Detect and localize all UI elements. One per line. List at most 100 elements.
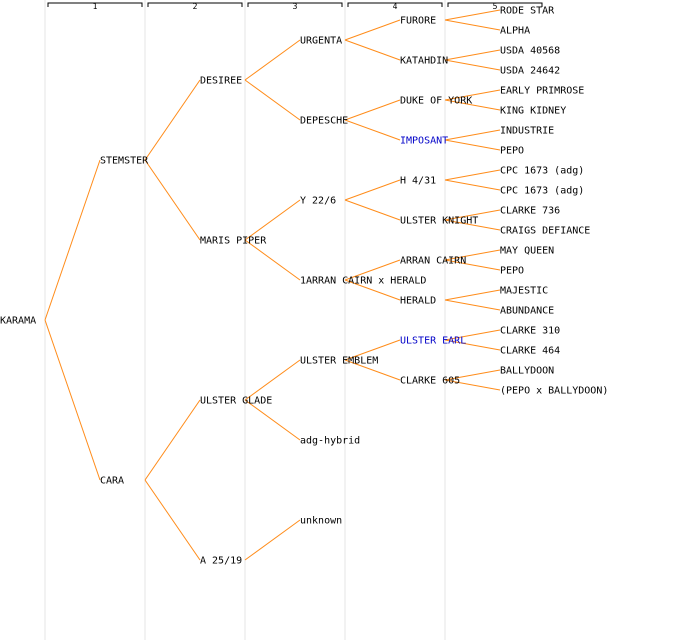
node-abundance: ABUNDANCE [500,306,554,317]
node-imposant[interactable]: IMPOSANT [400,136,448,147]
edge-ulster-emblem-to-clarke-605 [344,359,401,381]
node-cpc-1673-adg: CPC 1673 (adg) [500,186,584,197]
node-pepo: PEPO [500,266,524,277]
generation-label: 4 [393,2,398,11]
edge-y-22-6-to-ulster-knight [344,199,401,221]
generation-label: 5 [493,2,498,11]
node-industrie: INDUSTRIE [500,126,554,137]
edge-y-22-6-to-h-4-31 [344,179,401,201]
node-king-kidney: KING KIDNEY [500,106,566,117]
node-katahdin: KATAHDIN [400,56,448,67]
generation-bracket-5 [447,2,543,7]
node-a-25-19: A 25/19 [200,556,242,567]
node-furore: FURORE [400,16,436,27]
edge-ulster-earl-to-clarke-464 [444,339,501,351]
node-ulster-earl[interactable]: ULSTER EARL [400,336,466,347]
node-craigs-defiance: CRAIGS DEFIANCE [500,226,590,237]
edge-depesche-to-imposant [344,119,401,141]
node-rode-star: RODE STAR [500,6,555,17]
generation-bracket-2 [147,2,243,7]
edge-cara-to-ulster-glade [144,399,201,481]
node-cara: CARA [100,476,124,487]
node-depesche: DEPESCHE [300,116,348,127]
edge-ulster-knight-to-clarke-736 [444,209,501,221]
edge-clarke-605-to-pepo-x-ballydoon [444,379,501,391]
edge-1arran-cairn-x-herald-to-herald [344,279,401,301]
edge-urgenta-to-furore [344,19,401,41]
edge-ulster-glade-to-ulster-emblem [244,359,301,401]
edge-a-25-19-to-unknown [244,519,301,561]
edge-karama-to-stemster [44,159,101,321]
node-pepo-x-ballydoon: (PEPO x BALLYDOON) [500,386,608,397]
edge-imposant-to-pepo [444,139,501,151]
edge-ulster-emblem-to-ulster-earl [344,339,401,361]
node-herald: HERALD [400,296,436,307]
node-1arran-cairn-x-herald: 1ARRAN CAIRN x HERALD [300,276,426,287]
node-h-4-31: H 4/31 [400,176,436,187]
edge-h-4-31-to-cpc-1673-adg [444,179,501,191]
edge-herald-to-abundance [444,299,501,311]
edge-duke-of-york-to-king-kidney [444,99,501,111]
generation-ruler: 1 2 3 4 5 [47,2,543,11]
edge-desiree-to-urgenta [244,39,301,81]
node-ballydoon: BALLYDOON [500,366,554,377]
edge-furore-to-rode-star [444,9,501,21]
edge-desiree-to-depesche [244,79,301,121]
pedigree-edges [44,9,501,561]
edge-ulster-knight-to-craigs-defiance [444,219,501,231]
node-ulster-glade: ULSTER GLADE [200,396,272,407]
node-maris-piper: MARIS PIPER [200,236,267,247]
edge-urgenta-to-katahdin [344,39,401,61]
node-early-primrose: EARLY PRIMROSE [500,86,584,97]
edge-maris-piper-to-y-22-6 [244,199,301,241]
node-clarke-310: CLARKE 310 [500,326,560,337]
edge-katahdin-to-usda-40568 [444,49,501,61]
edge-arran-cairn-to-pepo [444,259,501,271]
edge-ulster-glade-to-adg-hybrid [244,399,301,441]
node-adg-hybrid: adg-hybrid [300,436,360,447]
edge-ulster-earl-to-clarke-310 [444,329,501,341]
edge-cara-to-a-25-19 [144,479,201,561]
node-clarke-464: CLARKE 464 [500,346,560,357]
node-usda-40568: USDA 40568 [500,46,560,57]
edge-karama-to-cara [44,319,101,481]
generation-bracket-1 [47,2,143,7]
generation-columns [44,0,446,640]
node-may-queen: MAY QUEEN [500,246,554,257]
node-majestic: MAJESTIC [500,286,548,297]
node-stemster: STEMSTER [100,156,149,167]
node-duke-of-york: DUKE OF YORK [400,96,472,107]
node-ulster-emblem: ULSTER EMBLEM [300,356,378,367]
edge-maris-piper-to-1arran-cairn-x-herald [244,239,301,281]
node-karama: KARAMA [0,316,36,327]
edge-katahdin-to-usda-24642 [444,59,501,71]
edge-stemster-to-desiree [144,79,201,161]
node-arran-cairn: ARRAN CAIRN [400,256,466,267]
node-y-22-6: Y 22/6 [300,196,336,207]
edge-arran-cairn-to-may-queen [444,249,501,261]
node-unknown: unknown [300,516,342,527]
node-ulster-knight: ULSTER KNIGHT [400,216,478,227]
edge-h-4-31-to-cpc-1673-adg [444,169,501,181]
edge-imposant-to-industrie [444,129,501,141]
node-pepo: PEPO [500,146,524,157]
node-urgenta: URGENTA [300,36,342,47]
node-clarke-736: CLARKE 736 [500,206,560,217]
edge-stemster-to-maris-piper [144,159,201,241]
node-alpha: ALPHA [500,26,530,37]
edge-depesche-to-duke-of-york [344,99,401,121]
generation-label: 1 [93,2,98,11]
node-clarke-605: CLARKE 605 [400,376,460,387]
generation-label: 2 [193,2,198,11]
generation-bracket-3 [247,2,343,7]
edge-duke-of-york-to-early-primrose [444,89,501,101]
node-usda-24642: USDA 24642 [500,66,560,77]
generation-label: 3 [293,2,298,11]
edge-1arran-cairn-x-herald-to-arran-cairn [344,259,401,281]
edge-furore-to-alpha [444,19,501,31]
node-cpc-1673-adg: CPC 1673 (adg) [500,166,584,177]
edge-clarke-605-to-ballydoon [444,369,501,381]
generation-bracket-4 [347,2,443,7]
